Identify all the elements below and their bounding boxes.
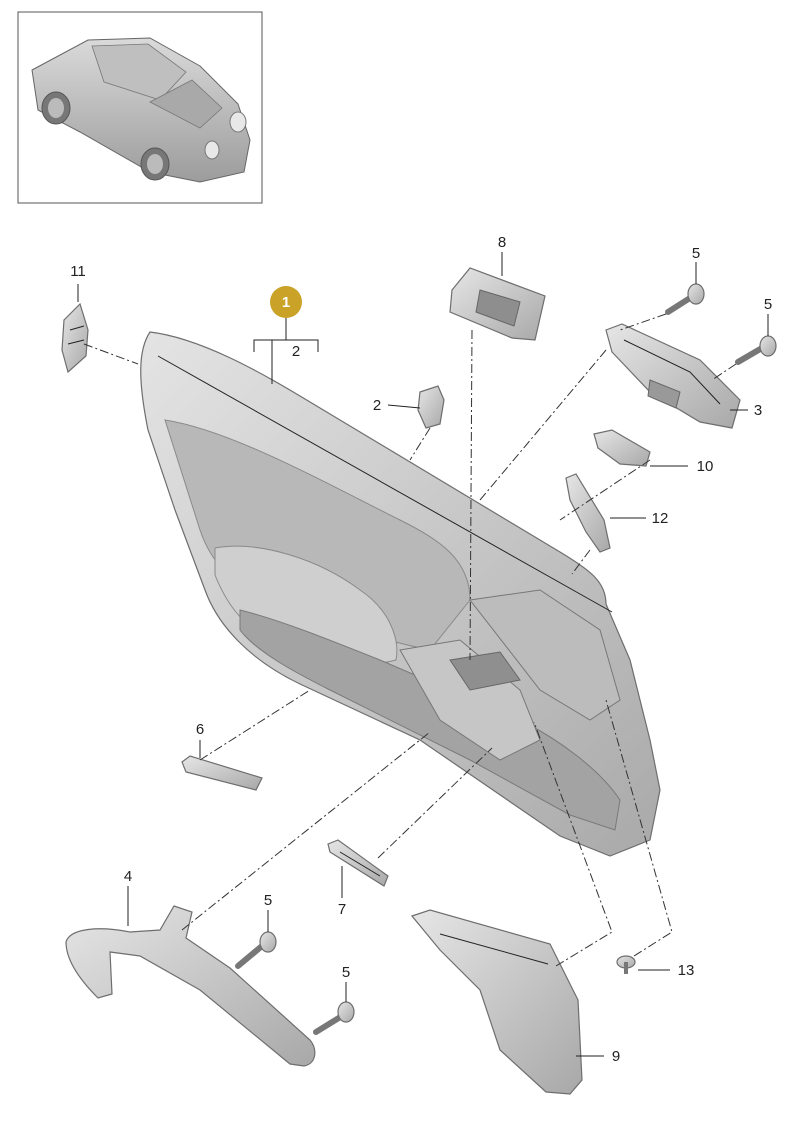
leader-lines xyxy=(77,252,769,1057)
part-3-handle-mechanism xyxy=(605,323,741,429)
part-10-trim-cap xyxy=(593,429,651,467)
callout-6: 6 xyxy=(196,721,204,738)
callout-5-a: 5 xyxy=(692,245,700,262)
callout-2-clip: 2 xyxy=(373,397,381,414)
screw-b xyxy=(735,335,777,365)
part-9-storage-pocket xyxy=(410,909,583,1095)
callout-13: 13 xyxy=(678,962,695,979)
screw-c xyxy=(235,931,277,969)
callout-5-c: 5 xyxy=(264,892,272,909)
callout-9: 9 xyxy=(612,1048,620,1065)
part-2-clip xyxy=(417,385,445,429)
part-6-strip xyxy=(181,755,263,791)
vehicle-thumbnail xyxy=(17,11,263,204)
callout-labels: 2 2 3 4 5 5 5 5 6 7 8 9 10 11 12 13 xyxy=(70,234,772,1065)
assembly-lines xyxy=(83,313,737,967)
part-11-clip xyxy=(61,302,89,374)
screw-d xyxy=(313,1001,355,1035)
callout-8: 8 xyxy=(498,234,506,251)
callout-10: 10 xyxy=(697,458,714,475)
callout-badge-1: 1 xyxy=(270,286,302,318)
callout-12: 12 xyxy=(652,510,669,527)
callout-5-d: 5 xyxy=(342,964,350,981)
callout-11: 11 xyxy=(70,263,86,280)
part-12-cover xyxy=(565,473,611,553)
part-4-armrest-grip xyxy=(65,905,316,1067)
part-7-strip xyxy=(327,839,389,887)
callout-5-b: 5 xyxy=(764,296,772,313)
clip-13 xyxy=(616,955,636,974)
callout-2-bracket: 2 xyxy=(292,343,300,360)
part-8-switch-bezel xyxy=(449,267,546,341)
callout-7: 7 xyxy=(338,901,346,918)
car-illustration xyxy=(31,37,251,183)
screw-a xyxy=(665,283,705,315)
callout-3: 3 xyxy=(754,402,762,419)
door-trim-panel xyxy=(140,331,661,857)
callout-4: 4 xyxy=(124,868,132,885)
badge-label: 1 xyxy=(282,294,290,311)
